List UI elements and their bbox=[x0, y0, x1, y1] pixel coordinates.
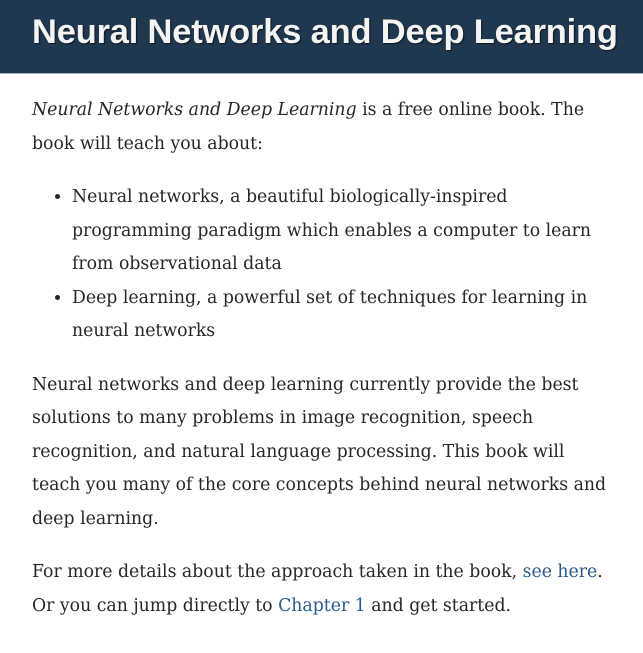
more-paragraph: For more details about the approach take… bbox=[32, 556, 617, 623]
main-content: Neural Networks and Deep Learning is a f… bbox=[0, 74, 637, 623]
list-item: Deep learning, a powerful set of techniq… bbox=[72, 282, 617, 349]
intro-text: is a free online book. The book will tea… bbox=[32, 100, 585, 154]
summary-paragraph: Neural networks and deep learning curren… bbox=[32, 374, 607, 529]
intro-paragraph: Neural Networks and Deep Learning is a f… bbox=[32, 94, 617, 161]
see-here-link[interactable]: see here bbox=[522, 562, 598, 582]
page-header: Neural Networks and Deep Learning bbox=[0, 0, 643, 74]
book-title: Neural Networks and Deep Learning bbox=[32, 100, 357, 120]
more-text: For more details about the approach take… bbox=[32, 562, 523, 582]
topics-list: Neural networks, a beautiful biologicall… bbox=[32, 181, 617, 349]
page-title: Neural Networks and Deep Learning bbox=[32, 13, 618, 51]
list-item: Neural networks, a beautiful biologicall… bbox=[72, 181, 617, 282]
more-text: and get started. bbox=[365, 595, 512, 616]
chapter-1-link[interactable]: Chapter 1 bbox=[278, 595, 366, 616]
more-text: . Or you can jump directly to bbox=[32, 562, 603, 616]
